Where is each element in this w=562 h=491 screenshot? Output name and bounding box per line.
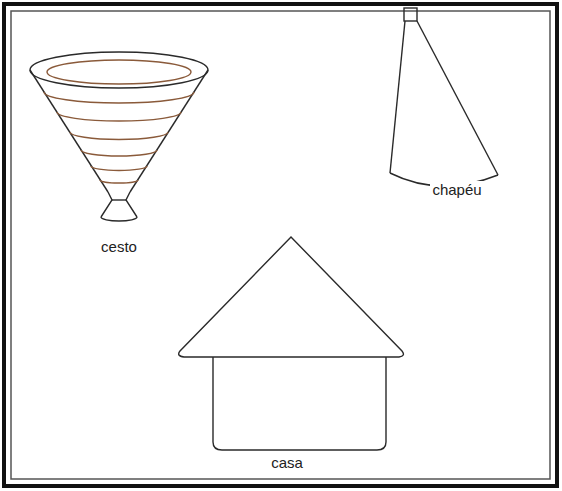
inner-frame xyxy=(11,11,550,479)
hat-drawing xyxy=(390,8,498,186)
house-drawing xyxy=(179,237,404,450)
figure-label: casa xyxy=(269,454,305,472)
figure-label: chapéu xyxy=(430,181,483,199)
basket-drawing xyxy=(30,52,208,221)
figure-label: cesto xyxy=(99,238,139,256)
outer-frame xyxy=(4,4,557,486)
